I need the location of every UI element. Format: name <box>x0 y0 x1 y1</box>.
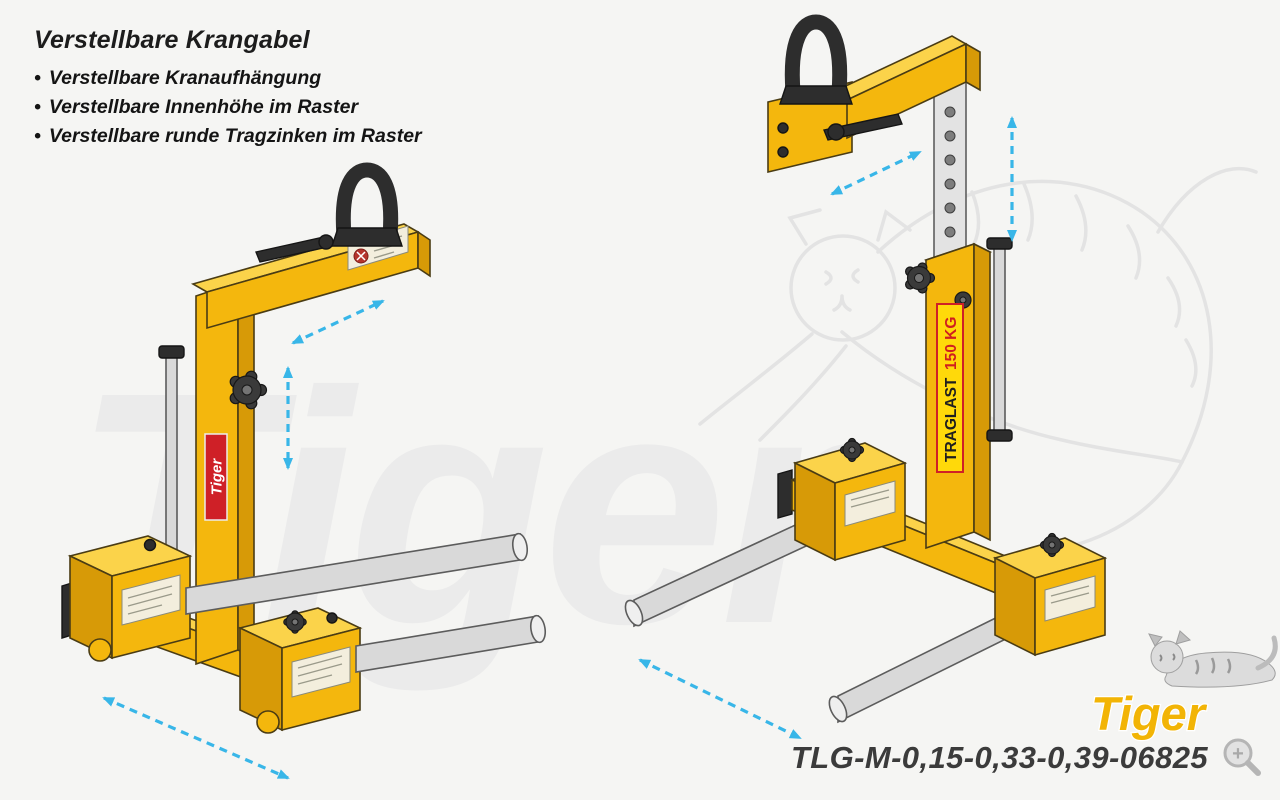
left-clamp-front-screw[interactable] <box>326 612 338 624</box>
svg-text:Tiger: Tiger <box>209 458 226 496</box>
right-raster-holes <box>944 106 956 238</box>
left-clamp-rear-foot <box>88 638 112 662</box>
feature-bullet-text: Verstellbare Kranaufhängung <box>48 67 322 89</box>
header-block: Verstellbare Krangabel • Verstellbare Kr… <box>34 26 494 151</box>
feature-bullet: • Verstellbare runde Tragzinken im Raste… <box>34 122 494 151</box>
left-arrow-hanger-adjust <box>291 299 385 345</box>
right-lifting-eye <box>779 14 853 105</box>
right-guide-rod <box>986 237 1013 442</box>
feature-bullet-text: Verstellbare Innenhöhe im Raster <box>48 96 359 118</box>
brand-wordmark: Tiger <box>1091 687 1208 740</box>
right-arrow-tine-adjust <box>638 658 802 740</box>
left-clamp-front-label <box>291 646 351 698</box>
left-mast-star-knob[interactable] <box>229 370 268 410</box>
left-fork-clamp-front <box>237 607 363 734</box>
right-mast-star-knob[interactable] <box>904 262 936 294</box>
left-fork-tine-front <box>355 614 547 673</box>
right-mast: TRAGLAST 150 KG <box>904 78 993 550</box>
brand-tiger-figure <box>1148 630 1278 688</box>
right-capacity-label: TRAGLAST 150 KG <box>936 303 964 473</box>
right-base-end-block <box>777 469 793 519</box>
left-mast-brand-label: Tiger <box>204 433 228 521</box>
left-clamp-lever[interactable] <box>255 234 334 263</box>
svg-text:+: + <box>1232 743 1244 765</box>
left-arrow-tine-adjust <box>102 696 290 780</box>
left-clamp-front-foot <box>256 710 280 734</box>
left-lifting-eye <box>331 162 403 247</box>
left-fork-tine-rear <box>185 532 529 615</box>
left-crane-illustration: Tiger <box>61 162 547 780</box>
product-code: TLG-M-0,15-0,33-0,39-06825 <box>790 740 1208 775</box>
left-clamp-front-star-knob[interactable] <box>283 610 307 634</box>
right-crane-illustration: TRAGLAST 150 KG <box>624 14 1108 740</box>
bullet-marker: • <box>34 67 41 89</box>
feature-bullet: • Verstellbare Innenhöhe im Raster <box>34 93 494 122</box>
right-clamp-lever[interactable] <box>823 113 903 141</box>
brand-logo: Tiger <box>1090 630 1278 741</box>
right-fork-clamp-rear <box>792 437 908 562</box>
svg-text:150 KG: 150 KG <box>943 317 960 370</box>
left-mast: Tiger <box>195 280 268 666</box>
feature-bullet: • Verstellbare Kranaufhängung <box>34 64 494 93</box>
right-clamp-front-star-knob[interactable] <box>1039 532 1065 558</box>
right-clamp-rear-star-knob[interactable] <box>839 437 865 463</box>
right-arrow-hanger-adjust <box>830 150 922 196</box>
right-fork-clamp-front <box>992 532 1108 657</box>
bullet-marker: • <box>34 125 41 147</box>
left-clamp-rear-screw[interactable] <box>143 538 157 552</box>
bullet-marker: • <box>34 96 41 118</box>
zoom-icon[interactable]: + <box>1223 738 1261 776</box>
svg-text:TRAGLAST: TRAGLAST <box>943 377 960 462</box>
page-title: Verstellbare Krangabel <box>34 26 310 54</box>
feature-bullet-text: Verstellbare runde Tragzinken im Raster <box>48 125 422 147</box>
left-fork-clamp-rear <box>67 535 193 662</box>
